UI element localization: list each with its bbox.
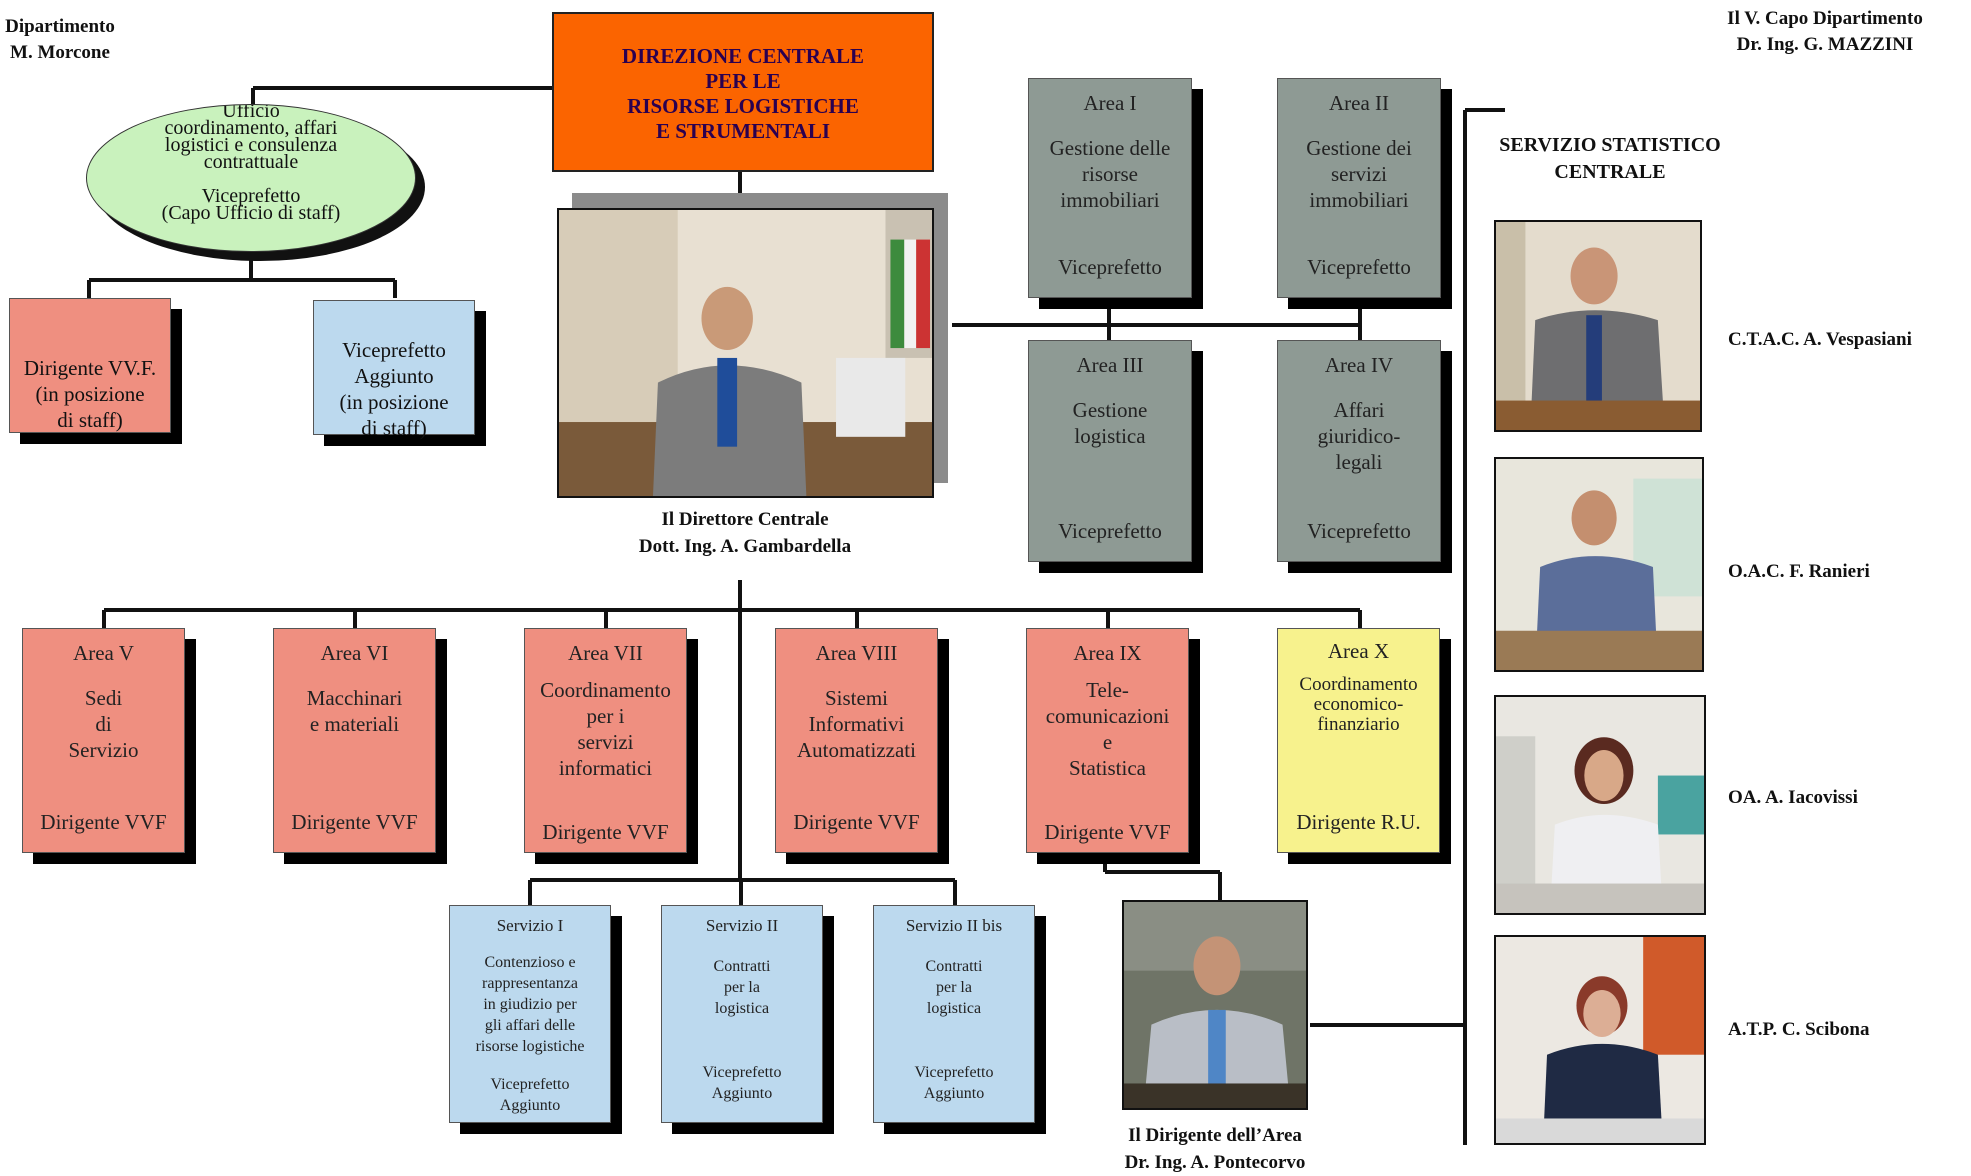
area-head-role: Viceprefetto xyxy=(1307,519,1411,543)
servizio-title: Servizio II bis xyxy=(905,916,1003,935)
area-description: Gestione logistica xyxy=(1072,398,1148,448)
area-box-area-iv: Area IV Affari giuridico- legali Vicepre… xyxy=(1277,340,1441,562)
servizio-head-role: Viceprefetto Aggiunto xyxy=(490,1076,570,1114)
area-description: Sistemi Informativi Automatizzati xyxy=(797,686,916,762)
area-head-role: Dirigente VVF xyxy=(1044,820,1171,844)
header-right-line-1: Il V. Capo Dipartimento xyxy=(1727,8,1923,29)
servizio-box-servizio-ii-bis: Servizio II bis Contratti per la logisti… xyxy=(873,905,1035,1123)
direzione-centrale-box: DIREZIONE CENTRALE PER LE RISORSE LOGIST… xyxy=(552,12,934,172)
staff-box-dirigente-vvf: Dirigente VV.F. (in posizione di staff) xyxy=(9,298,171,433)
area-title: Area X xyxy=(1327,639,1390,663)
area-box-area-ii: Area II Gestione dei servizi immobiliari… xyxy=(1277,78,1441,298)
area-description: Gestione dei servizi immobiliari xyxy=(1306,136,1412,212)
area-description: Sedi di Servizio xyxy=(68,686,139,762)
staff-photo-vespasiani xyxy=(1494,220,1702,432)
servizio-title: Servizio I xyxy=(496,916,564,935)
staff-photo-iacovissi xyxy=(1494,695,1706,915)
servizio-title: Servizio II xyxy=(705,916,779,935)
area-box-area-x: Area X Coordinamento economico- finanzia… xyxy=(1277,628,1440,853)
header-right-line-2: Dr. Ing. G. MAZZINI xyxy=(1736,34,1914,55)
area-head-role: Dirigente VVF xyxy=(291,810,418,834)
area-head-role: Dirigente R.U. xyxy=(1296,810,1421,834)
servizio-description: Contratti per la logistica xyxy=(925,958,983,1017)
staff-box-viceprefetto-aggiunto: Viceprefetto Aggiunto (in posizione di s… xyxy=(313,300,475,440)
staff-label-vespasiani: C.T.A.C. A. Vespasiani xyxy=(1728,329,1912,350)
area-description: Coordinamento per i servizi informatici xyxy=(540,678,671,780)
area-title: Area II xyxy=(1328,91,1390,115)
area-title: Area I xyxy=(1083,91,1137,115)
area-box-area-viii: Area VIII Sistemi Informativi Automatizz… xyxy=(775,628,938,853)
area-title: Area III xyxy=(1076,353,1144,377)
staff-photo-scibona xyxy=(1494,935,1706,1145)
area-description: Affari giuridico- legali xyxy=(1317,398,1401,474)
servizio-head-role: Viceprefetto Aggiunto xyxy=(914,1064,994,1102)
director-photo xyxy=(557,208,934,498)
servizio-head-role: Viceprefetto Aggiunto xyxy=(702,1064,782,1102)
area-head-role: Dirigente VVF xyxy=(542,820,669,844)
area-description: Macchinari e materiali xyxy=(306,686,403,736)
area-title: Area VIII xyxy=(815,641,898,665)
header-left-line-2: M. Morcone xyxy=(10,42,110,63)
area-title: Area IV xyxy=(1324,353,1394,377)
servizio-description: Contenzioso e rappresentanza in giudizio… xyxy=(475,954,585,1055)
area-box-area-vi: Area VI Macchinari e materiali Dirigente… xyxy=(273,628,436,853)
header-right: Il V. Capo Dipartimento Dr. Ing. G. MAZZ… xyxy=(1690,6,1960,58)
area-description: Gestione delle risorse immobiliari xyxy=(1049,136,1171,212)
area-box-area-iii: Area III Gestione logistica Viceprefetto xyxy=(1028,340,1192,562)
area-box-area-ix: Area IX Tele- comunicazioni e Statistica… xyxy=(1026,628,1189,853)
staff-box-viceprefetto-aggiunto-text: Viceprefetto Aggiunto (in posizione di s… xyxy=(339,338,449,440)
area-title: Area VI xyxy=(320,641,389,665)
staff-label-iacovissi: OA. A. Iacovissi xyxy=(1728,787,1858,808)
staff-label-ranieri: O.A.C. F. Ranieri xyxy=(1728,561,1870,582)
area-title: Area VII xyxy=(568,641,643,665)
servizio-statistico-title: SERVIZIO STATISTICO CENTRALE xyxy=(1499,134,1721,183)
area-box-area-vii: Area VII Coordinamento per i servizi inf… xyxy=(524,628,687,853)
area-box-area-i: Area I Gestione delle risorse immobiliar… xyxy=(1028,78,1192,298)
area-head-role: Dirigente VVF xyxy=(40,810,167,834)
servizio-description: Contratti per la logistica xyxy=(713,958,771,1017)
servizio-box-servizio-ii: Servizio II Contratti per la logistica V… xyxy=(661,905,823,1123)
servizio-box-servizio-i: Servizio I Contenzioso e rappresentanza … xyxy=(449,905,611,1123)
direzione-centrale-text: DIREZIONE CENTRALE PER LE RISORSE LOGIST… xyxy=(621,44,865,143)
area-ix-head-photo xyxy=(1122,900,1308,1110)
header-left: Dipartimento M. Morcone xyxy=(0,14,130,66)
area-head-role: Viceprefetto xyxy=(1058,255,1162,279)
staff-office-text: Ufficio coordinamento, affari logistici … xyxy=(161,104,341,224)
header-left-line-1: Dipartimento xyxy=(5,16,115,37)
area-box-area-v: Area V Sedi di Servizio Dirigente VVF xyxy=(22,628,185,853)
area-ix-head-caption: Il Dirigente dell’Area Dr. Ing. A. Ponte… xyxy=(1124,1125,1306,1173)
area-head-role: Viceprefetto xyxy=(1307,255,1411,279)
area-head-role: Viceprefetto xyxy=(1058,519,1162,543)
area-description: Coordinamento economico- finanziario xyxy=(1299,674,1418,735)
staff-office-ellipse: Ufficio coordinamento, affari logistici … xyxy=(86,104,416,252)
staff-box-dirigente-vvf-text: Dirigente VV.F. (in posizione di staff) xyxy=(23,356,157,432)
staff-photo-ranieri xyxy=(1494,457,1704,672)
area-title: Area IX xyxy=(1073,641,1142,665)
area-title: Area V xyxy=(73,641,134,665)
director-caption: Il Direttore Centrale Dott. Ing. A. Gamb… xyxy=(638,509,852,557)
area-description: Tele- comunicazioni e Statistica xyxy=(1045,678,1170,780)
area-head-role: Dirigente VVF xyxy=(793,810,920,834)
staff-label-scibona: A.T.P. C. Scibona xyxy=(1728,1019,1870,1040)
